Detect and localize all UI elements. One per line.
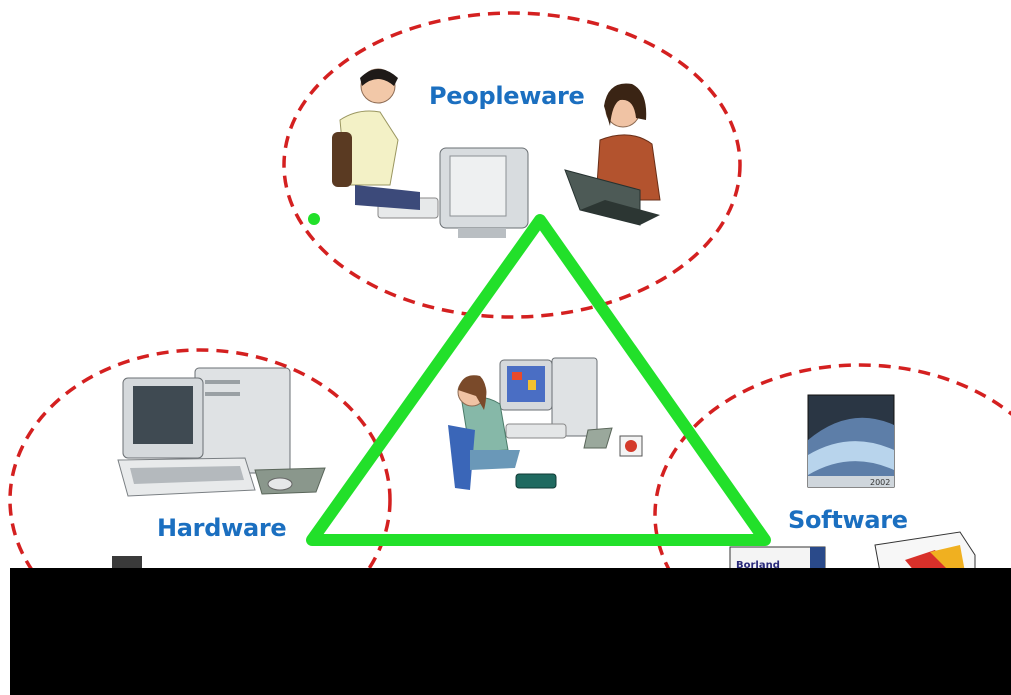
software-label: Software [788,506,908,534]
box-brand-text: Borland [736,560,780,571]
woman-with-laptop-icon [564,83,661,226]
peopleware-ellipse [282,11,742,319]
left-margin-strip [0,568,10,695]
peopleware-label: Peopleware [429,82,585,110]
cd-year-text: 2002 [870,478,890,487]
software-box-icon: Borland [729,531,976,573]
black-redaction-bar [10,568,1011,695]
desktop-computer-icon [117,367,291,497]
software-cd-icon: 2002 [807,394,895,488]
connection-triangle [306,214,771,546]
device-icon [112,556,142,570]
green-dot [308,213,320,225]
person-at-desktop-icon [332,68,529,238]
mouse-icon [254,467,326,495]
hardware-label: Hardware [157,514,287,542]
woman-at-workstation-icon [448,357,643,490]
